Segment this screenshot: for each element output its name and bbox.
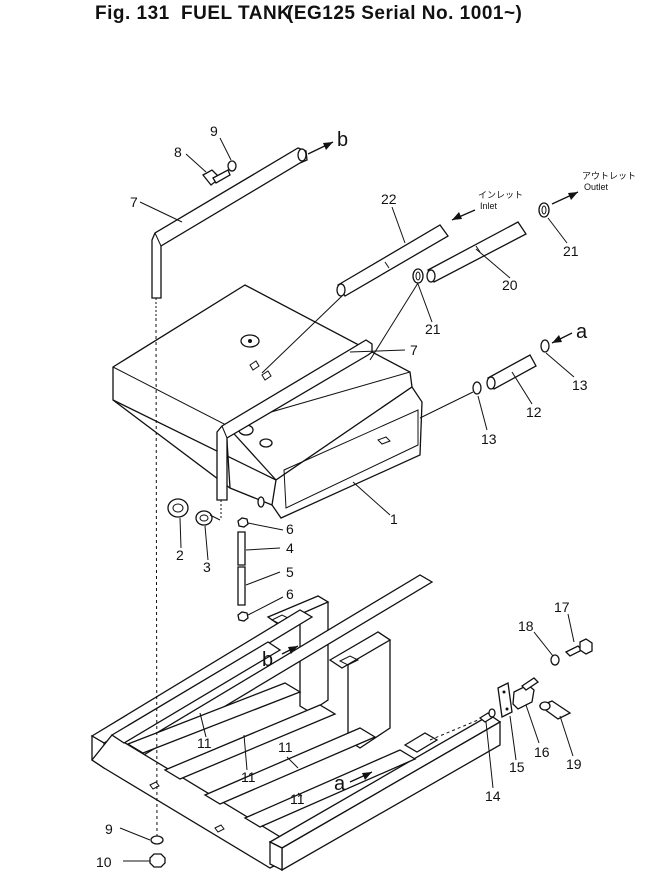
washer-9-lower [150, 835, 164, 845]
fitting-3 [195, 510, 221, 526]
callout-18: 18 [518, 618, 534, 634]
tube-4 [237, 531, 246, 566]
callout-6-upper: 6 [286, 521, 294, 537]
inlet-arrow [451, 209, 476, 221]
inlet-label: Inlet [480, 201, 498, 211]
fig-label: Fig. 131 [95, 3, 170, 24]
label-b-top: b [337, 129, 348, 151]
cap-19 [538, 700, 572, 720]
hose-20 [426, 221, 527, 283]
label-a-bottom: a [334, 773, 346, 795]
hose-22 [336, 224, 449, 297]
callout-8: 8 [174, 144, 182, 160]
callout-2: 2 [176, 547, 184, 563]
callout-20: 20 [502, 277, 518, 293]
callout-11-c: 11 [278, 739, 293, 755]
callout-11-a: 11 [197, 735, 212, 751]
nut-6-upper [237, 517, 249, 528]
fig-title: FUEL TANK [181, 3, 291, 24]
arrow-b-top [307, 141, 334, 155]
tube-5 [237, 566, 246, 606]
callout-22: 22 [381, 191, 397, 207]
callout-14: 14 [485, 788, 501, 804]
callout-17: 17 [554, 599, 570, 615]
callout-9-upper: 9 [210, 123, 218, 139]
washer-18 [550, 654, 560, 666]
clamp-21-upper [538, 202, 550, 218]
callout-7-lower: 7 [410, 342, 418, 358]
callout-11-b: 11 [241, 769, 256, 785]
label-a-top: a [576, 321, 588, 343]
bolt-8 [202, 169, 231, 186]
bracket-7-upper [151, 147, 308, 318]
valve-16 [512, 677, 540, 710]
callout-15: 15 [509, 759, 525, 775]
callout-21-lower: 21 [425, 321, 441, 337]
figure-header: Fig. 131 FUEL TANK (EG125 Serial No. 100… [95, 3, 522, 24]
callout-21-upper: 21 [563, 243, 579, 259]
outlet-arrow [551, 191, 579, 205]
fuel-tank-body [112, 284, 423, 519]
nut-10 [149, 853, 166, 868]
fitting-14 [478, 708, 496, 723]
callout-labels: 1 2 3 4 5 6 6 7 7 8 9 9 10 11 11 11 11 1… [96, 123, 588, 870]
callout-13-left: 13 [481, 431, 497, 447]
fig-serial: (EG125 Serial No. 1001~) [287, 3, 522, 24]
outlet-label-jp: アウトレット [582, 171, 636, 181]
leader-tank-clamp [369, 282, 419, 361]
clamp-13-right [540, 339, 550, 353]
callout-7-upper: 7 [130, 194, 138, 210]
tank-stand-frame [90, 574, 502, 872]
arrow-a-bottom [349, 771, 373, 783]
cap-2 [167, 498, 189, 518]
callout-4: 4 [286, 540, 294, 556]
callout-10: 10 [96, 854, 112, 870]
callout-5: 5 [286, 564, 294, 580]
leader-lines [119, 137, 575, 862]
callout-6-lower: 6 [286, 586, 294, 602]
arrow-a-top [551, 332, 573, 344]
inlet-label-jp: インレット [478, 190, 523, 200]
bolt-17 [564, 638, 593, 657]
clamp-13-left [472, 381, 482, 395]
callout-11-d: 11 [290, 791, 305, 807]
clamp-21-lower [412, 268, 424, 284]
callout-12: 12 [526, 404, 542, 420]
hose-12 [486, 354, 537, 390]
leader-14 [429, 719, 479, 741]
callout-1: 1 [390, 511, 398, 527]
callout-16: 16 [534, 744, 550, 760]
nut-6-lower [237, 611, 249, 622]
washer-9-upper [227, 160, 237, 172]
leader-tank-hose12 [419, 391, 474, 419]
outlet-label: Outlet [584, 182, 609, 192]
callout-9-lower: 9 [105, 821, 113, 837]
callout-13-right: 13 [572, 377, 588, 393]
callout-3: 3 [203, 559, 211, 575]
callout-19: 19 [566, 756, 582, 772]
leader-tank-hose [261, 295, 343, 374]
label-b-bottom: b [262, 649, 273, 671]
arrow-b-bottom [281, 645, 299, 655]
bracket-15 [497, 682, 513, 718]
bracket-7-lower [216, 339, 373, 518]
